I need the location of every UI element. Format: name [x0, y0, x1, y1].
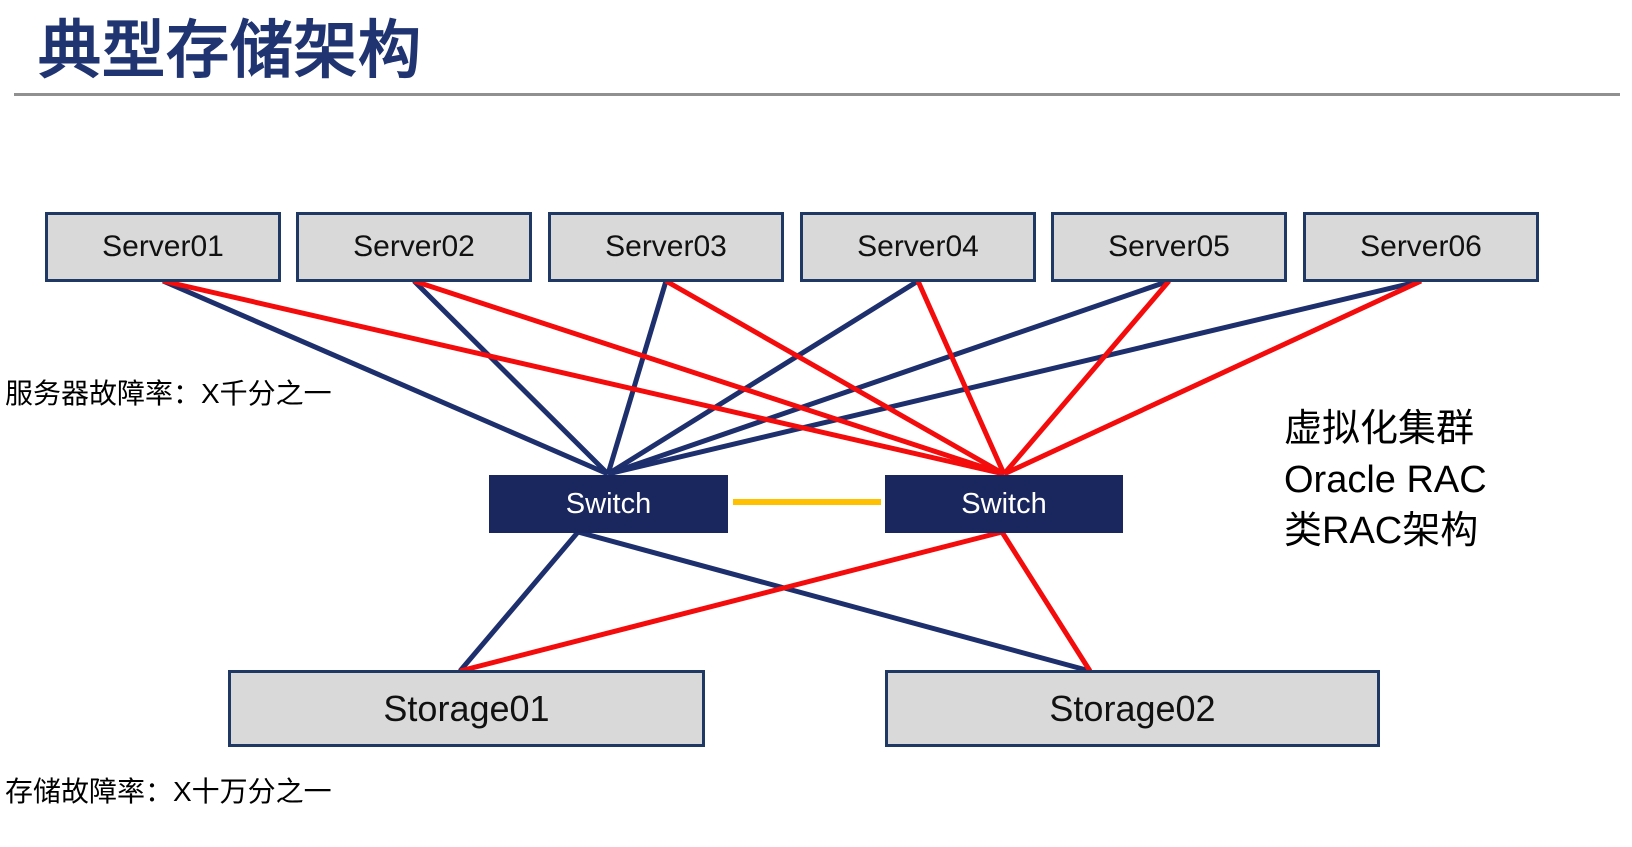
server-node-3: Server03	[548, 212, 784, 282]
connection-server06-switch-a	[607, 278, 1422, 477]
storage-label: Storage02	[1049, 687, 1216, 729]
storage-node-1: Storage01	[228, 670, 705, 747]
connection-switch-b-storage01	[459, 529, 1003, 674]
server-node-6: Server06	[1303, 212, 1539, 282]
connection-server04-switch-a	[606, 278, 920, 477]
server-label: Server02	[353, 230, 475, 263]
connection-server02-switch-a	[412, 279, 610, 476]
switch-label: Switch	[565, 487, 652, 520]
server-label: Server04	[857, 230, 979, 263]
connection-server01-switch-a	[162, 278, 609, 477]
connection-server03-switch-a	[605, 280, 669, 475]
server-node-4: Server04	[800, 212, 1036, 282]
server-node-2: Server02	[296, 212, 532, 282]
connection-server01-switch-b	[162, 278, 1005, 477]
cluster-note-line: 虚拟化集群	[1284, 408, 1475, 450]
cluster-note-line: 类RAC架构	[1284, 510, 1479, 552]
connection-switch-a-storage02	[577, 529, 1091, 674]
page-title: 典型存储架构	[38, 16, 422, 86]
server-failure-rate-note: 服务器故障率：X千分之一	[5, 378, 332, 409]
connection-switch-a-storage01	[458, 530, 580, 673]
connection-server04-switch-b	[915, 279, 1007, 476]
connection-switch-b-storage02	[999, 530, 1093, 673]
server-label: Server05	[1108, 230, 1230, 263]
title-divider	[14, 93, 1620, 96]
connection-server03-switch-b	[664, 278, 1006, 477]
server-label: Server06	[1360, 230, 1482, 263]
connection-server05-switch-a	[607, 278, 1170, 477]
switch-node-left: Switch	[489, 475, 728, 533]
storage-failure-rate-note: 存储故障率：X十万分之一	[5, 776, 332, 807]
server-node-1: Server01	[45, 212, 281, 282]
switch-label: Switch	[961, 487, 1047, 520]
server-label: Server01	[102, 230, 224, 263]
cluster-note-line: Oracle RAC	[1284, 459, 1487, 501]
connection-server06-switch-b	[1002, 278, 1423, 477]
cluster-architecture-note: 虚拟化集群 Oracle RAC 类RAC架构	[1284, 404, 1487, 557]
storage-label: Storage01	[383, 687, 550, 729]
server-label: Server03	[605, 230, 727, 263]
switch-node-right: Switch	[885, 475, 1123, 533]
connection-server02-switch-b	[413, 278, 1005, 477]
server-node-5: Server05	[1051, 212, 1287, 282]
connection-server05-switch-b	[1002, 279, 1171, 476]
storage-node-2: Storage02	[885, 670, 1380, 747]
